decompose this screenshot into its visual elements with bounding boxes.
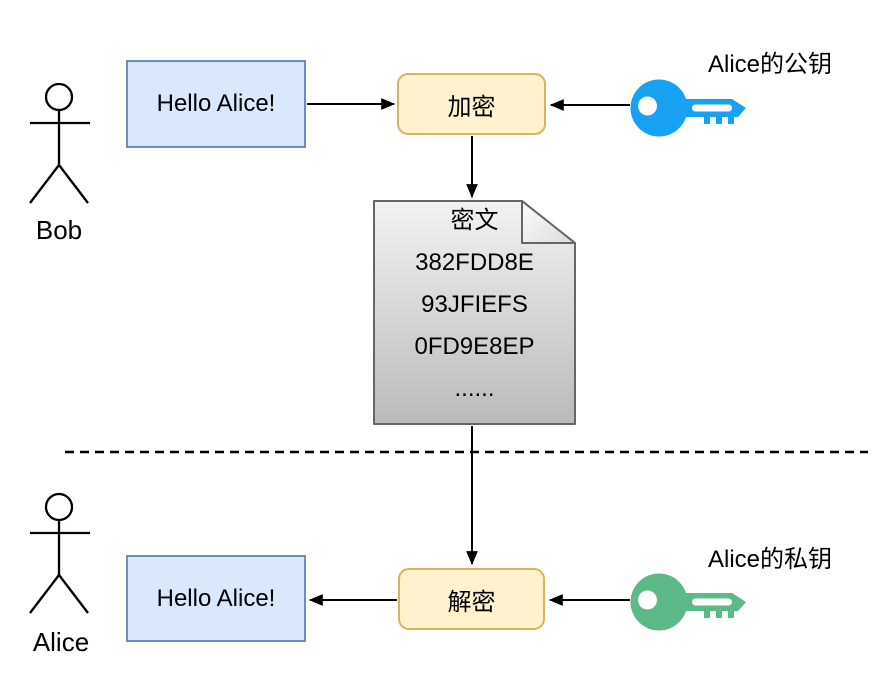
private-key-icon (630, 573, 746, 631)
encrypt-label: 加密 (447, 93, 496, 121)
plaintext-text-top: Hello Alice! (156, 90, 276, 117)
bob-stick-figure-icon (29, 82, 90, 204)
ciphertext-line: 382FDD8E (415, 249, 534, 276)
document-icon (373, 200, 576, 425)
plaintext-box-top: Hello Alice! (126, 60, 306, 148)
encrypt-box: 加密 (397, 73, 546, 135)
bob-head (44, 82, 74, 112)
public-key-icon (630, 79, 746, 137)
ciphertext-line: 93JFIEFS (421, 291, 528, 318)
plaintext-text-bottom: Hello Alice! (156, 584, 276, 612)
ciphertext-line: ...... (454, 375, 495, 402)
ciphertext-document: 密文 382FDD8E 93JFIEFS 0FD9E8EP ...... (373, 200, 576, 425)
decrypt-box: 解密 (398, 568, 545, 630)
private-key-label: Alice的私钥 (707, 546, 833, 573)
document-fold-corner (521, 200, 576, 244)
ciphertext-title: 密文 (450, 207, 499, 234)
plaintext-box-bottom: Hello Alice! (126, 555, 306, 642)
ciphertext-content: 密文 382FDD8E 93JFIEFS 0FD9E8EP ...... (373, 200, 576, 425)
ciphertext-line: 0FD9E8EP (414, 333, 535, 360)
actor-label-bob: Bob (35, 215, 83, 245)
decrypt-label: 解密 (447, 588, 496, 616)
alice-stick-figure-icon (29, 492, 90, 614)
actor-label-alice: Alice (32, 627, 90, 657)
public-key-label: Alice的公钥 (707, 51, 833, 78)
alice-head (44, 492, 74, 522)
